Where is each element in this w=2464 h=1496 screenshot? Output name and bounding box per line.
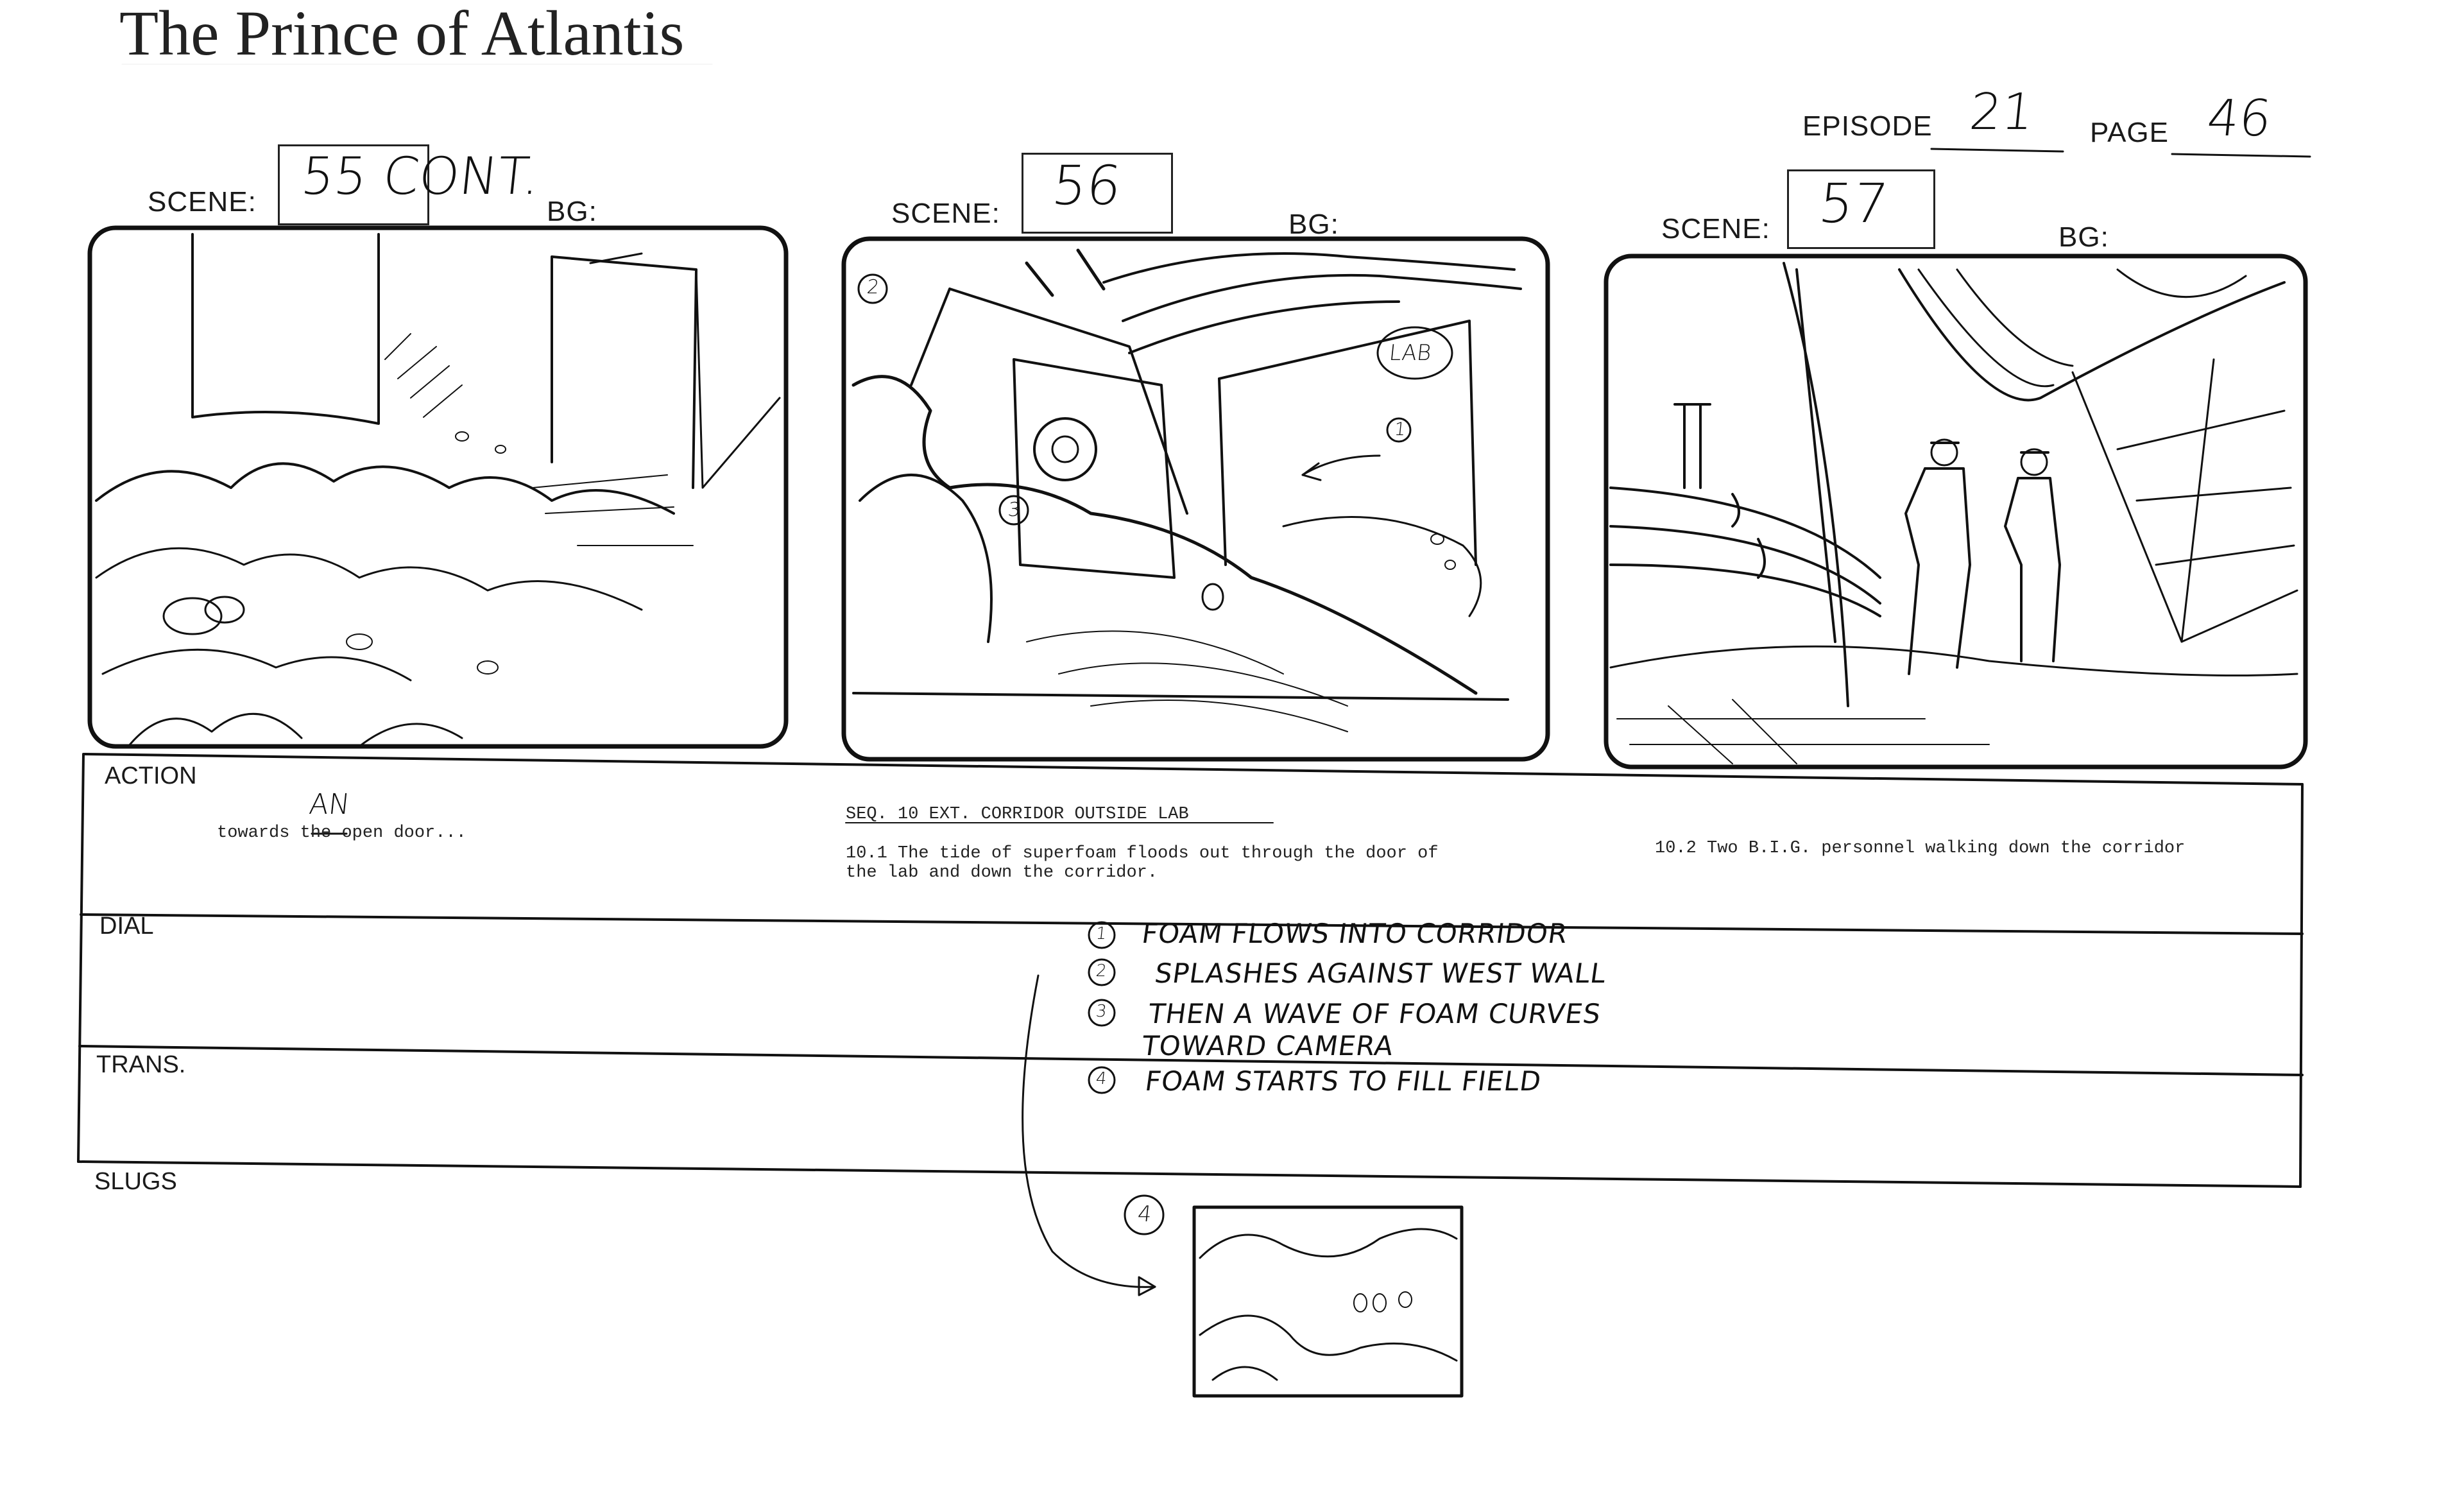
dial-note-1: FOAM FLOWS INTO CORRIDOR [1140,918,1570,949]
dial-note-num-1: 1 [1095,924,1108,943]
note-10-2: 10.2 Two B.I.G. personnel walking down t… [1655,839,2186,858]
action-prefix: towards [217,823,290,843]
action-correction: AN [307,788,352,821]
action-suffix: open door... [341,823,466,843]
seq-heading: SEQ. 10 EXT. CORRIDOR OUTSIDE LAB [846,805,1189,824]
dial-note-num-3: 3 [1095,1002,1108,1021]
panel-2-sketch [841,236,1550,762]
bg-label-1: BG: [547,196,597,227]
scene-box-3 [1787,169,1935,249]
bg-label-3: BG: [2058,221,2109,253]
dial-note-2: SPLASHES AGAINST WEST WALL [1152,958,1609,989]
action-label: ACTION [105,762,197,789]
scene-label-1: SCENE: [148,186,257,218]
trans-label: TRANS. [96,1051,186,1078]
slugs-label: SLUGS [94,1168,177,1195]
note-10-1-line2: the lab and down the corridor. [846,863,1158,882]
bg-label-2: BG: [1288,209,1339,240]
scene-label-2: SCENE: [891,198,1000,229]
scene-label-3: SCENE: [1661,213,1770,245]
panel-2-marker-1: 1 [1393,418,1407,440]
panel-2-marker-2: 2 [866,276,880,298]
action-panel-1: towards the open door... [217,823,466,843]
dial-note-num-2: 2 [1095,961,1108,981]
page-title: The Prince of Atlantis [119,0,685,69]
panel-2-marker-3: 3 [1007,499,1022,521]
note-10-1-line1: 10.1 The tide of superfoam floods out th… [846,844,1439,863]
dial-label: DIAL [99,913,154,940]
panel-1-sketch [87,225,789,749]
panel-2-lab-sign: LAB [1387,340,1433,366]
dial-note-3: THEN A WAVE OF FOAM CURVES [1146,998,1604,1029]
scene-box-1 [278,144,429,225]
episode-label: EPISODE [1802,110,1933,142]
slug-marker: 4 [1136,1201,1153,1227]
dial-note-3-cont: TOWARD CAMERA [1140,1030,1396,1062]
scene-box-2 [1022,153,1173,234]
panel-3-sketch [1604,254,2308,769]
info-table [77,753,2304,1188]
dial-note-num-4: 4 [1095,1069,1108,1088]
dial-note-4: FOAM STARTS TO FILL FIELD [1143,1065,1544,1097]
action-struck: the [300,823,332,843]
slug-thumbnail-sketch [1192,1205,1464,1398]
page-label: PAGE [2090,117,2169,148]
